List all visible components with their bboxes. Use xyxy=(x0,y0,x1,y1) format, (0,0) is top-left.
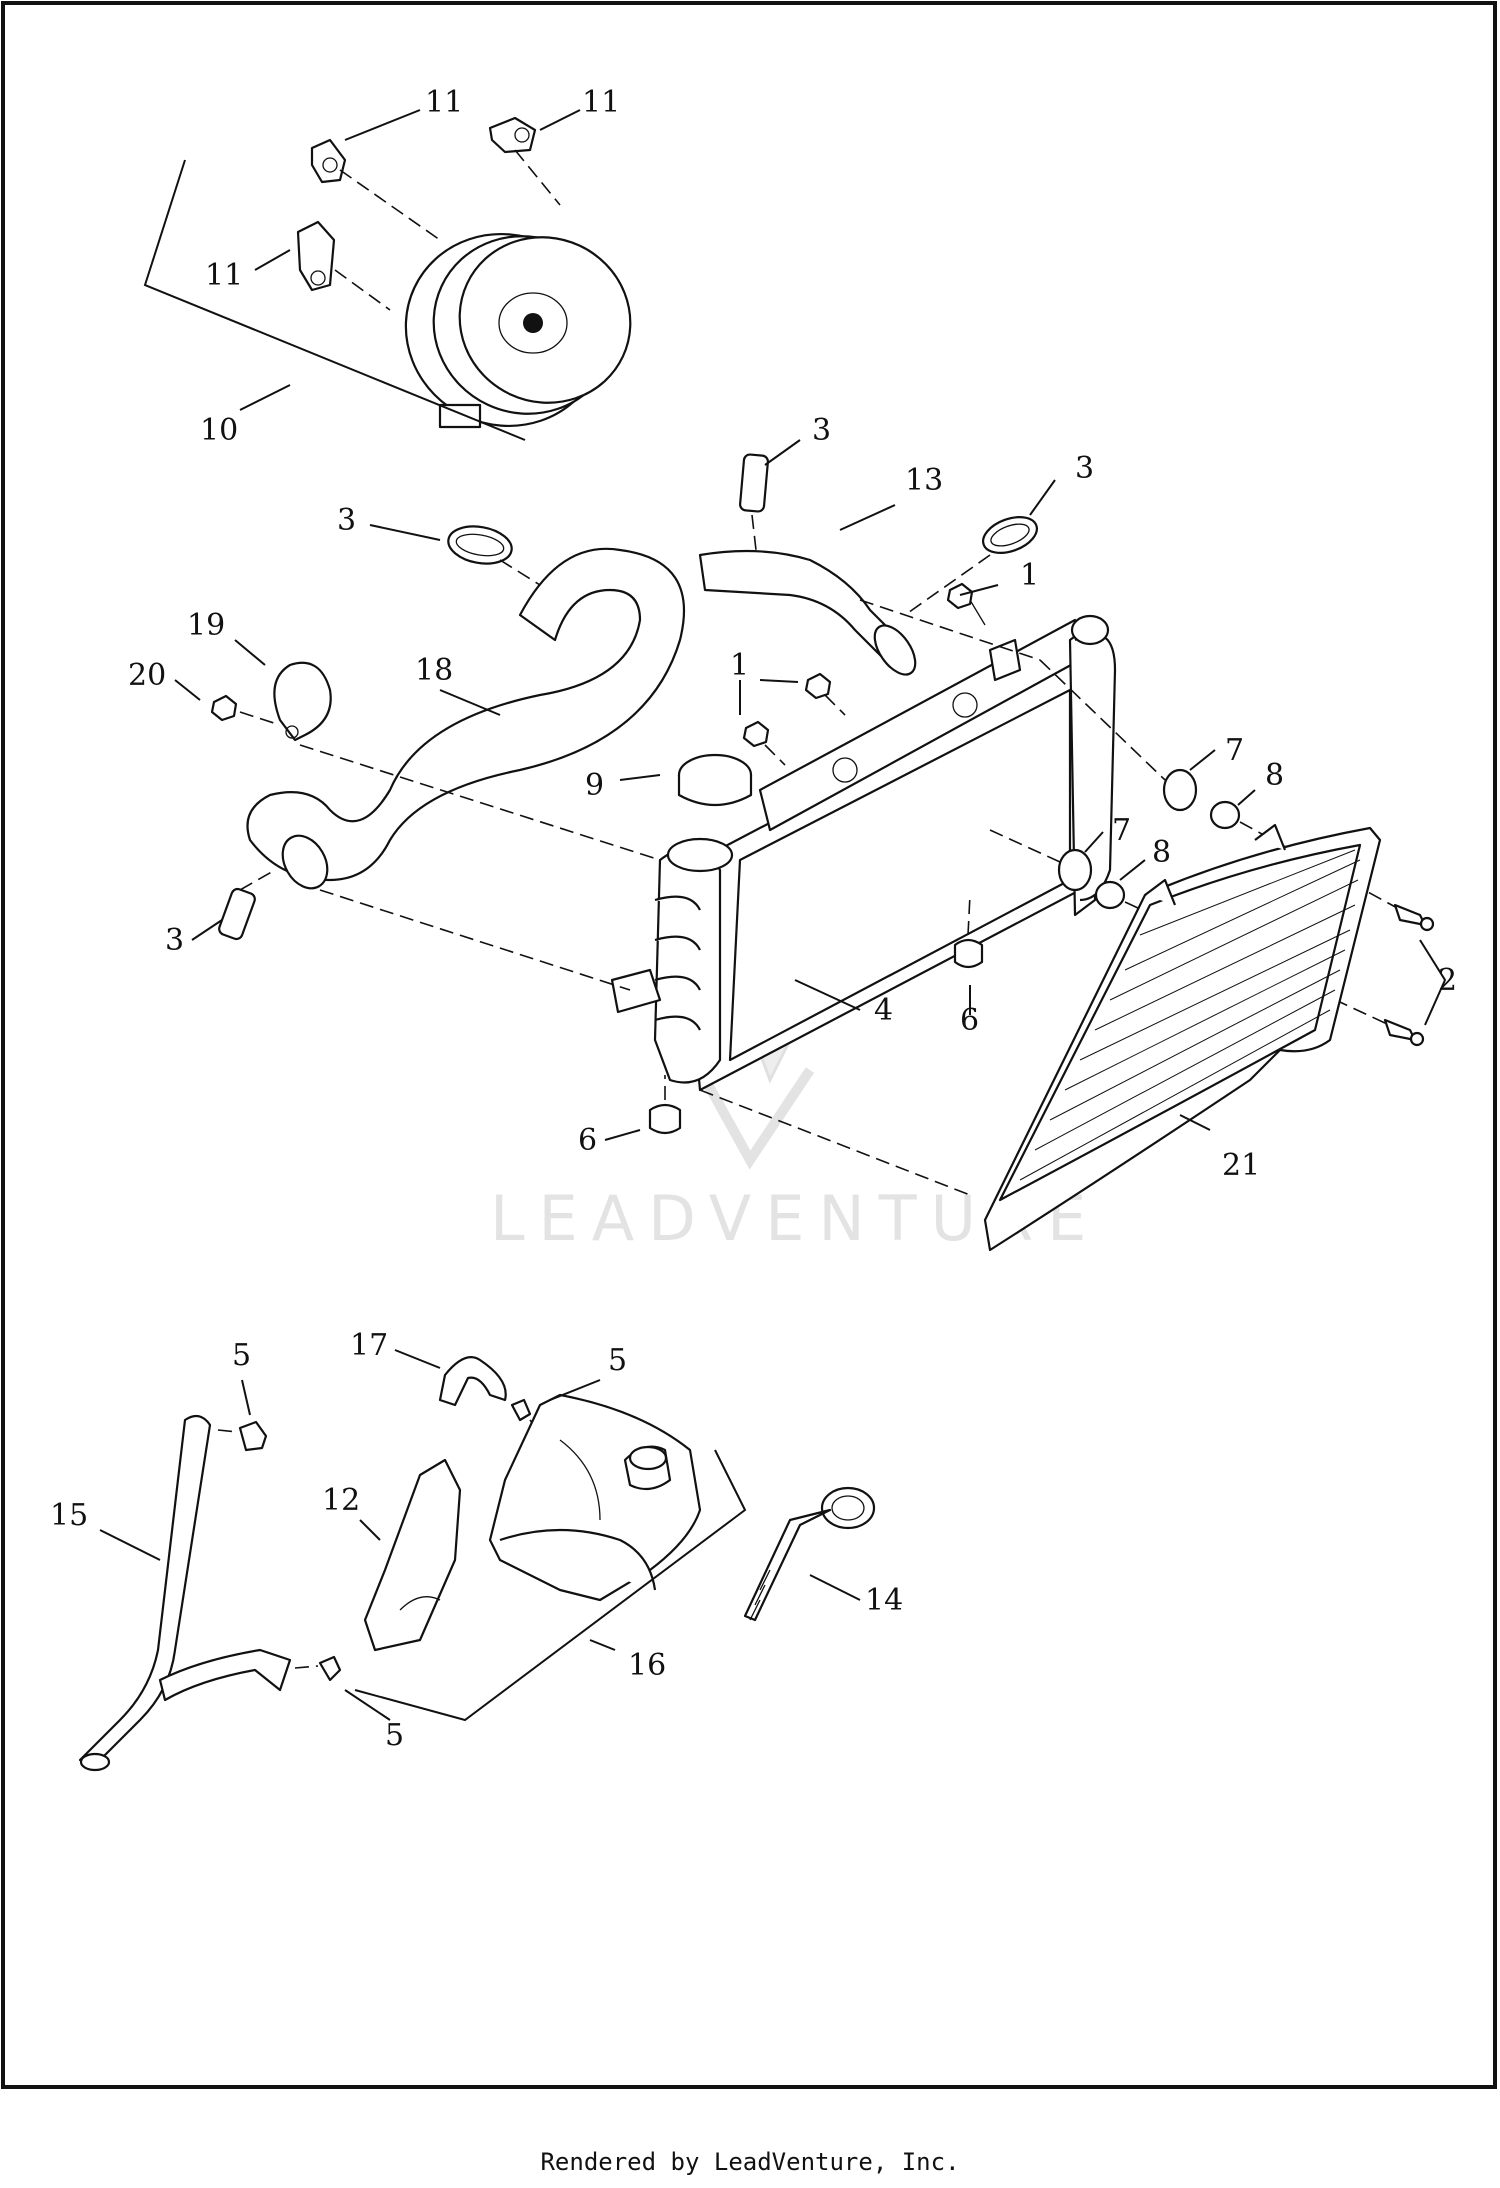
callout-1a: 1 xyxy=(1020,558,1039,593)
callout-17: 17 xyxy=(350,1328,388,1363)
radiator xyxy=(610,614,1117,1092)
grommets xyxy=(648,938,984,1135)
callout-11b: 11 xyxy=(582,85,620,120)
fan-assembly-bracket xyxy=(143,159,526,441)
hose-17 xyxy=(438,1356,507,1407)
callout-8a: 8 xyxy=(1265,758,1284,793)
fan-clips xyxy=(296,116,537,292)
hose-clamp-left-bottom xyxy=(218,887,256,941)
callout-2: 2 xyxy=(1438,963,1457,998)
radiator-cap xyxy=(677,753,753,806)
watermark-v-icon xyxy=(695,1067,815,1170)
callout-15: 15 xyxy=(50,1498,88,1533)
hose-clamp-left-top xyxy=(447,525,513,565)
hose-15 xyxy=(78,1414,292,1772)
parts-diagram: LEADVENTURE xyxy=(1,1,1497,2089)
callouts: 1 1 2 3 3 3 3 4 5 5 5 6 6 7 7 8 8 9 10 1… xyxy=(50,85,1457,1753)
callout-5b: 5 xyxy=(608,1343,627,1378)
bottle-bracket xyxy=(354,1449,747,1722)
callout-11c: 11 xyxy=(205,258,243,293)
callout-3b: 3 xyxy=(1075,451,1094,486)
bottle-shield xyxy=(363,1458,462,1652)
callout-7b: 7 xyxy=(1112,813,1131,848)
lower-hose xyxy=(246,547,686,890)
callout-5c: 5 xyxy=(385,1718,404,1753)
callout-13: 13 xyxy=(905,463,943,498)
nut-20 xyxy=(210,694,238,722)
callout-10: 10 xyxy=(200,413,238,448)
radiator-grille xyxy=(983,823,1382,1252)
callout-leaders xyxy=(99,109,1447,1721)
footer-credit: Rendered by LeadVenture, Inc. xyxy=(540,2148,960,2176)
overflow-bottle xyxy=(488,1393,702,1602)
callout-6a: 6 xyxy=(960,1003,979,1038)
callout-14: 14 xyxy=(865,1583,903,1618)
callout-19: 19 xyxy=(187,608,225,643)
callout-7a: 7 xyxy=(1225,733,1244,768)
callout-20: 20 xyxy=(128,658,166,693)
callout-9: 9 xyxy=(585,768,604,803)
upper-hose xyxy=(698,453,917,676)
callout-11a: 11 xyxy=(425,85,463,120)
callout-6b: 6 xyxy=(578,1123,597,1158)
callout-16: 16 xyxy=(628,1648,666,1683)
callout-12: 12 xyxy=(322,1483,360,1518)
callout-3a: 3 xyxy=(812,413,831,448)
callout-4: 4 xyxy=(874,993,893,1028)
diagram-frame: LEADVENTURE xyxy=(1,1,1497,2089)
callout-3d: 3 xyxy=(165,923,184,958)
callout-21: 21 xyxy=(1222,1148,1260,1183)
clips-5 xyxy=(238,1398,532,1682)
diagram-border xyxy=(1,1,1497,2089)
callout-3c: 3 xyxy=(337,503,356,538)
radiator-nuts xyxy=(742,582,986,748)
hose-clamp-right xyxy=(982,516,1038,554)
p-clamp xyxy=(273,661,332,742)
callout-1b: 1 xyxy=(730,648,749,683)
dipstick-14 xyxy=(743,1486,876,1622)
callout-8b: 8 xyxy=(1152,835,1171,870)
mount-grommets xyxy=(1057,768,1241,910)
bolts xyxy=(1383,903,1435,1047)
fan-assembly xyxy=(404,232,632,429)
callout-18: 18 xyxy=(415,653,453,688)
callout-5a: 5 xyxy=(232,1338,251,1373)
